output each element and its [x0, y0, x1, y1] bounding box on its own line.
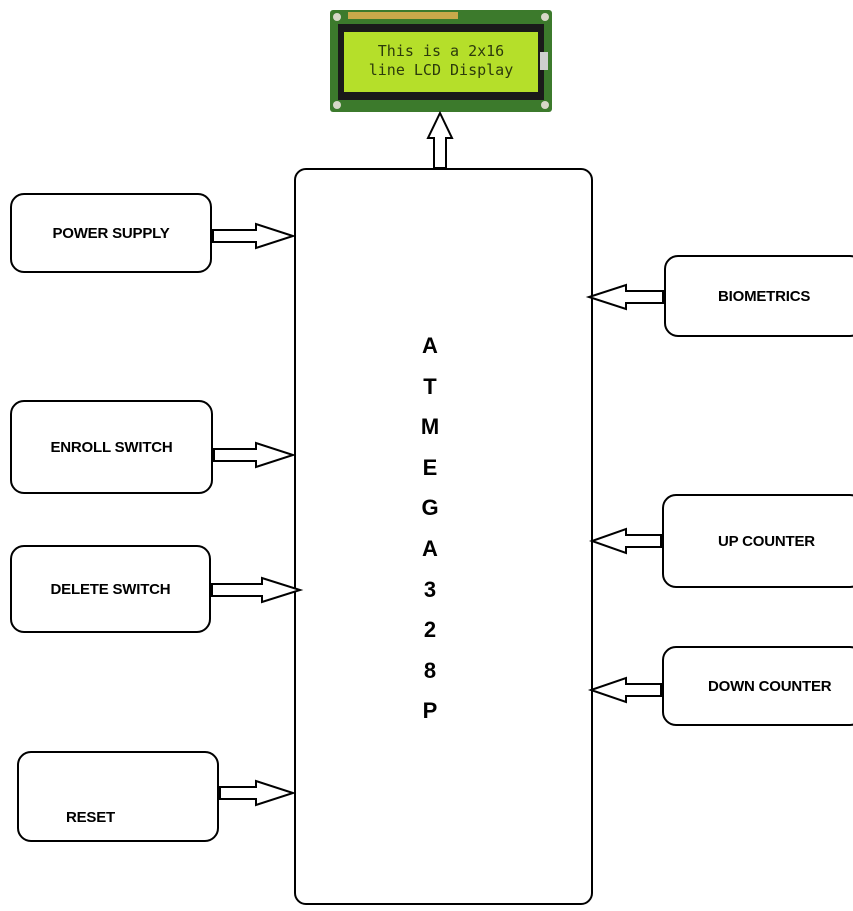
- arrow-delete-switch: [212, 578, 300, 602]
- arrow-biometrics: [589, 285, 663, 309]
- arrow-power-supply: [213, 224, 293, 248]
- arrow-up-counter: [592, 529, 661, 553]
- arrow-reset: [220, 781, 293, 805]
- arrow-enroll-switch: [214, 443, 293, 467]
- arrow-to-lcd: [428, 113, 452, 168]
- arrow-down-counter: [591, 678, 661, 702]
